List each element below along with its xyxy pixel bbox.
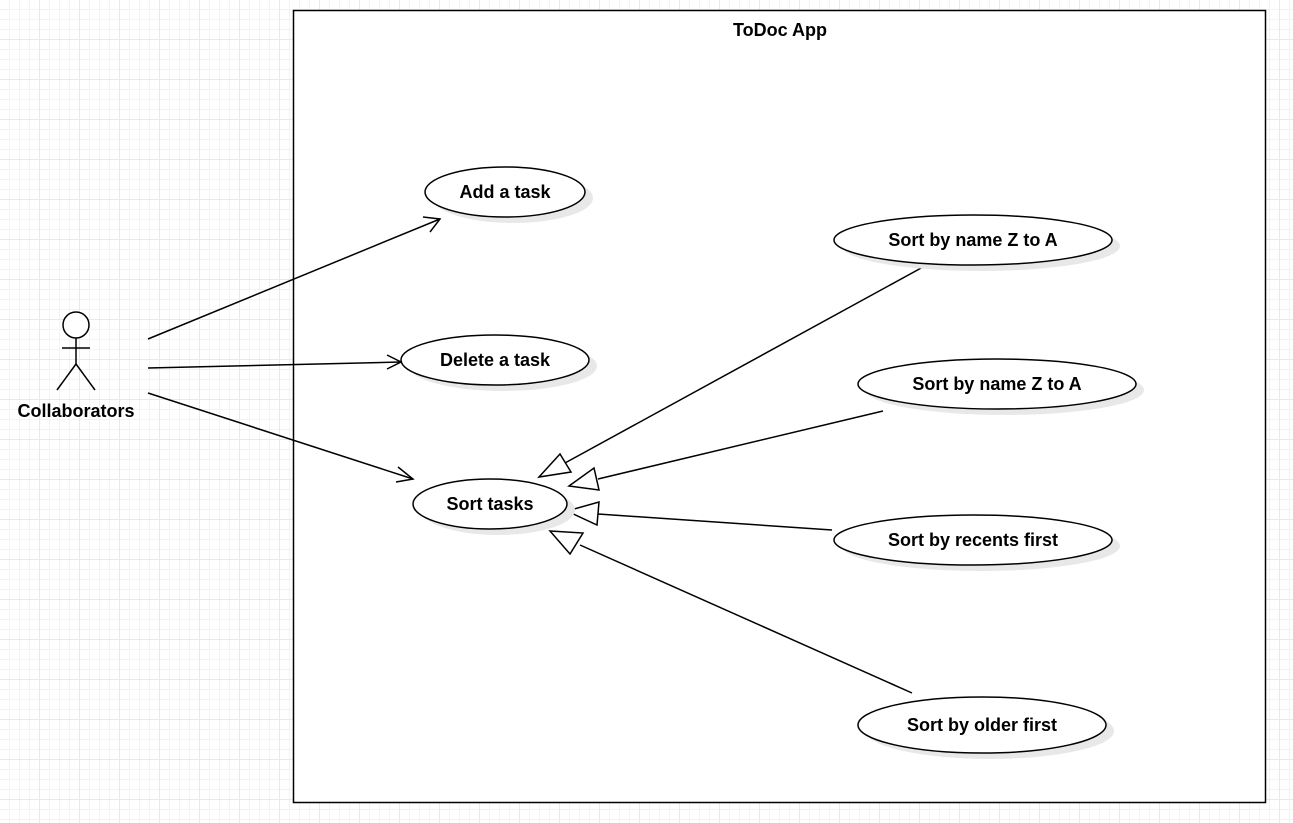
generalization-sort-name-2[interactable]	[567, 410, 884, 491]
generalization-sort-older[interactable]	[548, 530, 913, 694]
actor-label: Collaborators	[17, 401, 134, 421]
generalization-sort-recents[interactable]	[564, 500, 833, 531]
actor-collaborators[interactable]: Collaborators	[17, 311, 135, 421]
stick-figure-icon	[56, 311, 96, 391]
usecase-sort-name-1-label: Sort by name Z to A	[888, 230, 1057, 250]
usecase-delete-task-label: Delete a task	[440, 350, 551, 370]
association-sort-tasks[interactable]	[147, 392, 415, 483]
usecase-add-task-label: Add a task	[459, 182, 551, 202]
usecase-sort-older[interactable]: Sort by older first	[857, 696, 1114, 759]
usecase-sort-name-2-label: Sort by name Z to A	[912, 374, 1081, 394]
usecase-delete-task[interactable]: Delete a task	[400, 334, 597, 391]
usecase-sort-name-1[interactable]: Sort by name Z to A	[833, 214, 1120, 271]
generalization-sort-name-1[interactable]	[537, 266, 924, 479]
usecase-sort-recents[interactable]: Sort by recents first	[833, 514, 1120, 571]
usecase-sort-older-label: Sort by older first	[907, 715, 1057, 735]
system-boundary[interactable]: ToDoc App	[292, 9, 1267, 804]
system-title: ToDoc App	[733, 20, 827, 40]
usecase-sort-recents-label: Sort by recents first	[888, 530, 1058, 550]
usecase-sort-name-2[interactable]: Sort by name Z to A	[857, 358, 1144, 415]
usecase-sort-tasks[interactable]: Sort tasks	[412, 478, 575, 535]
usecase-add-task[interactable]: Add a task	[424, 166, 593, 223]
usecase-sort-tasks-label: Sort tasks	[446, 494, 533, 514]
association-add-task[interactable]	[147, 216, 442, 340]
